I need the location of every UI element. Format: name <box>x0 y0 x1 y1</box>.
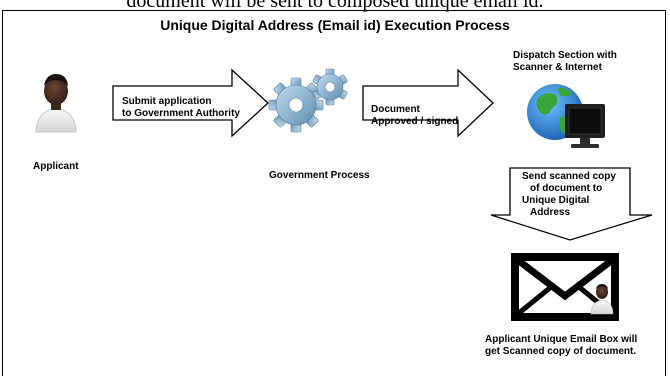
submit-label-line1: Submit application <box>122 96 212 107</box>
top-caption: document will be sent to composed unique… <box>126 0 544 12</box>
send-label-line4: Address <box>530 207 571 218</box>
approved-label-line2: Approved / signed <box>371 116 459 127</box>
mailbox-label-line1: Applicant Unique Email Box will <box>485 334 638 345</box>
submit-label-line2: to Government Authority <box>122 108 240 119</box>
dispatch-label-line2: Scanner & Internet <box>513 62 602 73</box>
approved-arrow <box>362 68 494 138</box>
diagram-frame <box>2 10 666 376</box>
send-arrow <box>490 167 653 241</box>
mailbox-label-line2: get Scanned copy of document. <box>485 346 637 357</box>
dispatch-label-line1: Dispatch Section with <box>513 50 617 61</box>
globe-monitor-icon <box>527 84 605 148</box>
government-label: Government Process <box>269 170 370 181</box>
approved-label-line1: Document <box>371 104 420 115</box>
send-label-line3: Unique Digital <box>522 195 590 206</box>
send-label-line2: of document to <box>530 183 603 194</box>
person-icon <box>35 74 77 133</box>
submit-arrow <box>112 68 269 138</box>
envelope-icon <box>511 253 619 321</box>
gears-icon <box>268 68 348 133</box>
send-label-line1: Send scanned copy <box>522 171 616 182</box>
diagram-title: Unique Digital Address (Email id) Execut… <box>160 17 510 33</box>
applicant-label: Applicant <box>33 161 79 172</box>
